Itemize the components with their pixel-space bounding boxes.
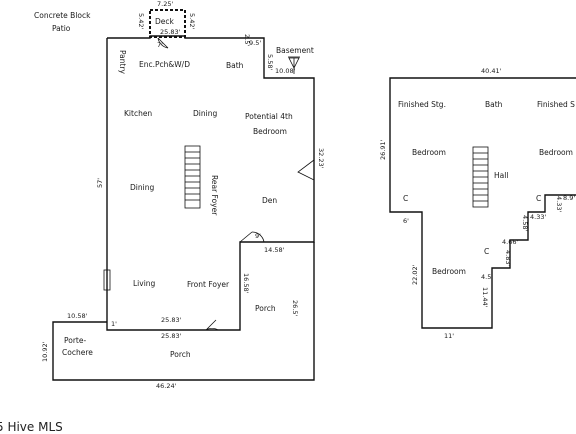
dim-7-25: 7.25' — [157, 0, 173, 8]
dim-4-83: 4.83' — [504, 250, 512, 266]
closet-2-label: C — [536, 194, 541, 203]
patio-label: Patio — [52, 24, 71, 33]
dim-4-58: 4.58' — [521, 215, 529, 231]
mls-credit: 5 Hive MLS — [0, 420, 63, 434]
main-stair-icon — [184, 145, 201, 209]
dim-9: 9' — [255, 232, 261, 240]
fireplace-icon — [103, 269, 111, 291]
front-foyer-label: Front Foyer — [187, 280, 230, 289]
den-label: Den — [262, 196, 277, 205]
finished-stg-right-label: Finished S — [537, 100, 575, 109]
bedroom-main-label: Bedroom — [253, 127, 287, 136]
main-floor-labels: Concrete Block Patio Deck Pantry Enc.Pch… — [34, 11, 314, 359]
bedroom-upper-left-label: Bedroom — [412, 148, 446, 157]
porch-bottom-label: Porch — [170, 350, 191, 359]
dim-25-83-mid: 25.83' — [161, 316, 182, 324]
dim-5-58: 5.58' — [266, 54, 274, 70]
dim-57: 57' — [96, 178, 104, 188]
main-floor-dimensions: 7.25' 5.42' 5.42' 25.83' 7' 2.5' 9.5' 5.… — [41, 0, 325, 390]
upper-floor-walls — [389, 77, 576, 329]
dim-8-9: 8.9' — [563, 194, 575, 202]
dining-upper-label: Dining — [193, 109, 217, 118]
front-door-swing-icon — [205, 319, 219, 331]
potential-4th-label: Potential 4th — [245, 112, 293, 121]
porch-door-swing-icon — [239, 231, 265, 243]
dim-10-08: 10.08' — [275, 67, 296, 75]
closet-1-label: C — [403, 194, 408, 203]
closet-3-label: C — [484, 247, 489, 256]
dining-lower-label: Dining — [130, 183, 154, 192]
main-floor-fixtures — [103, 37, 315, 331]
dim-16-58: 16.58' — [242, 273, 250, 294]
dim-6: 6' — [403, 217, 409, 225]
bath-main-label: Bath — [226, 61, 244, 70]
dim-46-24: 46.24' — [156, 382, 177, 390]
upper-floor-fixtures — [472, 146, 489, 208]
porte-label: Porte- — [64, 336, 86, 345]
dim-22-02: 22.02' — [411, 264, 419, 285]
dim-25-83-top: 25.83' — [160, 28, 181, 36]
basement-stair-arrow-icon — [288, 56, 300, 74]
porte-cochere-outline — [52, 242, 315, 381]
dim-2-5: 2.5' — [243, 34, 251, 46]
dim-4-5: 4.5' — [481, 273, 493, 281]
dim-26-91: 26.91' — [379, 139, 387, 160]
dim-10-92: 10.92' — [41, 341, 49, 362]
dim-4-33b: 4.33' — [555, 196, 563, 212]
dim-7: 7' — [157, 41, 163, 49]
rear-foyer-label: Rear Foyer — [210, 175, 219, 216]
dim-1: 1' — [111, 320, 117, 328]
cochere-label: Cochere — [62, 348, 93, 357]
dim-5-4-right: 5.42' — [188, 13, 196, 29]
dim-10-58: 10.58' — [67, 312, 88, 320]
upper-stair-icon — [472, 146, 489, 208]
dim-4-66: 4.66' — [502, 238, 518, 246]
dim-32-23: 32.23' — [317, 148, 325, 169]
enc-porch-label: Enc.Pch&W/D — [139, 60, 190, 69]
porch-side-label: Porch — [255, 304, 276, 313]
dim-40-41: 40.41' — [481, 67, 502, 75]
bedroom-upper-bottom-label: Bedroom — [432, 267, 466, 276]
bedroom-upper-right-label: Bedroom — [539, 148, 573, 157]
dim-14-58: 14.58' — [264, 246, 285, 254]
basement-label: Basement — [276, 46, 314, 55]
kitchen-label: Kitchen — [124, 109, 152, 118]
dim-4-33a: 4.33' — [530, 213, 546, 221]
pantry-label: Pantry — [118, 50, 127, 75]
upper-floor-dimensions: 40.41' 26.91' 6' 22.02' 11' 4.5' 11.44' … — [379, 67, 575, 340]
dim-25-83-low: 25.83' — [161, 332, 182, 340]
dim-9-5: 9.5' — [249, 39, 261, 47]
dim-11-44: 11.44' — [481, 287, 489, 308]
hall-label: Hall — [494, 171, 508, 180]
upper-floor-outline — [389, 77, 576, 329]
dim-5-4-left: 5.42' — [137, 13, 145, 29]
dim-26-5: 26.5' — [291, 300, 299, 316]
dim-11: 11' — [444, 332, 454, 340]
finished-stg-left-label: Finished Stg. — [398, 100, 446, 109]
living-label: Living — [133, 279, 156, 288]
concrete-block-label: Concrete Block — [34, 11, 91, 20]
bath-upper-label: Bath — [485, 100, 503, 109]
den-door-icon — [297, 159, 315, 181]
deck-label: Deck — [155, 17, 175, 26]
upper-floor-labels: Finished Stg. Bath Finished S Bedroom Be… — [398, 100, 575, 276]
deck-outline — [149, 9, 186, 38]
deck-door-swing-icon — [157, 37, 169, 49]
